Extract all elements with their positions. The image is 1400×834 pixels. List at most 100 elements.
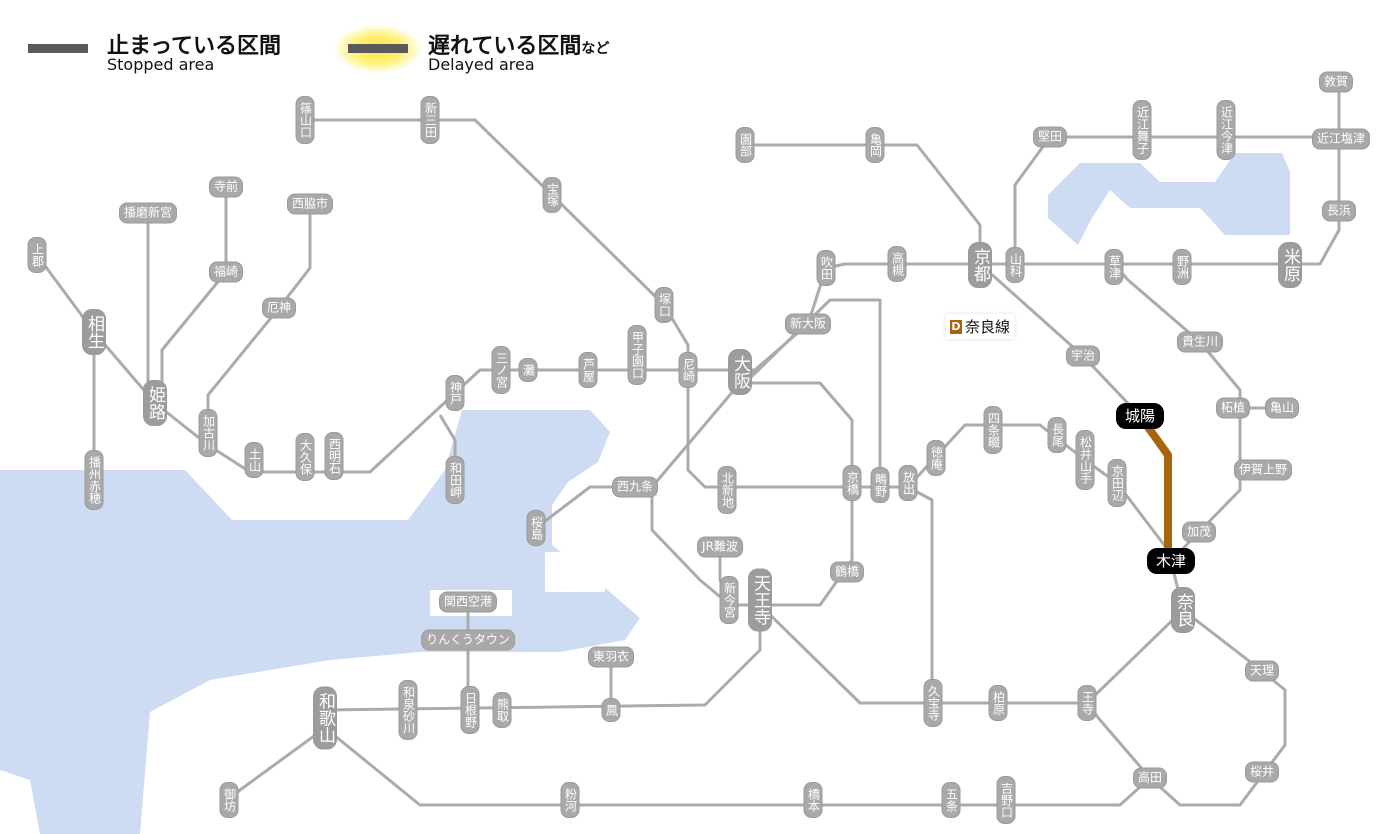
delayed-legend-label: 遅れている区間など — [428, 28, 609, 60]
station-5[interactable]: 西脇市 — [286, 193, 334, 215]
station-56[interactable]: 西九条 — [611, 476, 659, 498]
station-46[interactable]: 加茂 — [1181, 521, 1217, 543]
island — [545, 552, 605, 592]
station-13[interactable]: 大久保 — [295, 433, 315, 481]
station-59[interactable]: 鶴橋 — [829, 561, 865, 583]
station-75[interactable]: 久宝寺 — [923, 679, 943, 727]
station-72[interactable]: 橋本 — [803, 782, 823, 818]
station-47[interactable]: 北新地 — [717, 466, 737, 514]
rail-line — [686, 372, 908, 489]
station-39[interactable]: 長浜 — [1321, 200, 1357, 222]
station-26[interactable]: 亀岡 — [865, 127, 885, 163]
station-79[interactable]: 天理 — [1244, 660, 1280, 682]
station-55[interactable]: 京田辺 — [1107, 459, 1127, 507]
rail-line — [35, 254, 760, 474]
rail-line — [743, 298, 882, 487]
stopped-legend-label-en: Stopped area — [107, 55, 215, 74]
station-71[interactable]: 粉河 — [560, 782, 580, 818]
nara-line-label[interactable]: D 奈良線 — [946, 314, 1015, 339]
station-19[interactable]: 甲子園口 — [627, 325, 647, 385]
station-25[interactable]: 園部 — [735, 127, 755, 163]
station-23[interactable]: 和田岬 — [445, 456, 465, 504]
station-63[interactable]: りんくうタウン — [421, 629, 515, 651]
station-42[interactable]: 貴生川 — [1176, 331, 1224, 353]
station-30[interactable]: 山科 — [1005, 247, 1025, 283]
delayed-legend-swatch — [348, 44, 408, 53]
station-34[interactable]: 野洲 — [1172, 249, 1192, 285]
station-62[interactable]: 関西空港 — [438, 591, 498, 613]
station-48[interactable]: 京橋 — [842, 465, 862, 501]
station-9[interactable]: 相生 — [82, 309, 106, 355]
rail-line — [1013, 135, 1341, 264]
station-12[interactable]: 土山 — [244, 442, 264, 478]
station-64[interactable]: 東羽衣 — [587, 646, 635, 668]
station-6[interactable]: 福崎 — [208, 261, 244, 283]
station-68[interactable]: 熊取 — [492, 692, 512, 728]
station-76[interactable]: 柏原 — [988, 685, 1008, 721]
delayed-section-nara-line[interactable] — [1136, 413, 1172, 555]
station-7[interactable]: 厄神 — [261, 297, 297, 319]
station-54[interactable]: 松井山手 — [1075, 430, 1095, 490]
station-2[interactable]: 宝塚 — [542, 177, 562, 213]
delayed-legend-label-en: Delayed area — [428, 55, 535, 74]
station-53[interactable]: 長尾 — [1047, 417, 1067, 453]
station-27[interactable]: 吹田 — [816, 250, 836, 286]
station-41[interactable]: 宇治 — [1065, 345, 1101, 367]
station-50[interactable]: 放出 — [898, 465, 918, 501]
station-0[interactable]: 篠山口 — [295, 96, 315, 144]
station-81[interactable]: 高田 — [1132, 767, 1168, 789]
station-82[interactable]: 城陽 — [1115, 403, 1165, 429]
station-70[interactable]: 御坊 — [219, 782, 239, 818]
station-73[interactable]: 五条 — [941, 782, 961, 818]
station-21[interactable]: 塚口 — [654, 287, 674, 323]
station-51[interactable]: 徳庵 — [926, 440, 946, 476]
station-52[interactable]: 四条畷 — [983, 406, 1003, 454]
station-10[interactable]: 姫路 — [143, 380, 167, 426]
station-32[interactable]: 近江今津 — [1216, 100, 1236, 160]
station-67[interactable]: 日根野 — [460, 686, 480, 734]
station-49[interactable]: 鴫野 — [870, 467, 890, 503]
station-18[interactable]: 芦屋 — [578, 352, 598, 388]
station-33[interactable]: 草津 — [1104, 249, 1124, 285]
station-37[interactable]: 堅田 — [1032, 126, 1068, 148]
station-65[interactable]: 和歌山 — [313, 686, 337, 750]
station-80[interactable]: 桜井 — [1244, 761, 1280, 783]
station-31[interactable]: 近江舞子 — [1132, 100, 1152, 160]
station-43[interactable]: 柘植 — [1215, 397, 1251, 419]
station-44[interactable]: 亀山 — [1264, 397, 1300, 419]
station-45[interactable]: 伊賀上野 — [1233, 459, 1293, 481]
station-69[interactable]: 鳳 — [601, 698, 621, 722]
station-1[interactable]: 新三田 — [420, 96, 440, 144]
station-4[interactable]: 播磨新宮 — [118, 202, 178, 224]
station-17[interactable]: 灘 — [518, 358, 538, 382]
station-15[interactable]: 神戸 — [445, 375, 465, 411]
station-58[interactable]: JR難波 — [697, 536, 743, 558]
rail-line — [979, 262, 1142, 418]
station-14[interactable]: 西明石 — [324, 432, 344, 480]
station-38[interactable]: 近江塩津 — [1311, 128, 1371, 150]
water-areas — [0, 153, 1290, 834]
station-60[interactable]: 新今宮 — [719, 576, 739, 624]
station-35[interactable]: 米原 — [1278, 242, 1302, 288]
station-78[interactable]: 奈良 — [1171, 587, 1195, 633]
station-11[interactable]: 加古川 — [198, 409, 218, 457]
station-29[interactable]: 京都 — [968, 242, 992, 288]
rail-line — [160, 187, 228, 395]
station-36[interactable]: 敦賀 — [1318, 71, 1354, 93]
station-77[interactable]: 王寺 — [1077, 685, 1097, 721]
station-66[interactable]: 和泉砂川 — [398, 680, 418, 740]
station-74[interactable]: 吉野口 — [996, 776, 1016, 824]
station-61[interactable]: 天王寺 — [748, 568, 772, 632]
station-83[interactable]: 木津 — [1146, 548, 1196, 574]
station-16[interactable]: 三ノ宮 — [491, 346, 511, 394]
station-28[interactable]: 高槻 — [887, 246, 907, 282]
water-area — [1048, 153, 1290, 245]
station-8[interactable]: 上郡 — [27, 237, 47, 273]
station-20[interactable]: 尼崎 — [678, 352, 698, 388]
station-3[interactable]: 寺前 — [208, 176, 244, 198]
station-40[interactable]: 新大阪 — [784, 313, 832, 335]
station-24[interactable]: 播州赤穂 — [84, 450, 104, 510]
station-22[interactable]: 大阪 — [728, 349, 752, 395]
station-57[interactable]: 桜島 — [526, 510, 546, 546]
delayed-legend-suffix: など — [581, 41, 610, 57]
